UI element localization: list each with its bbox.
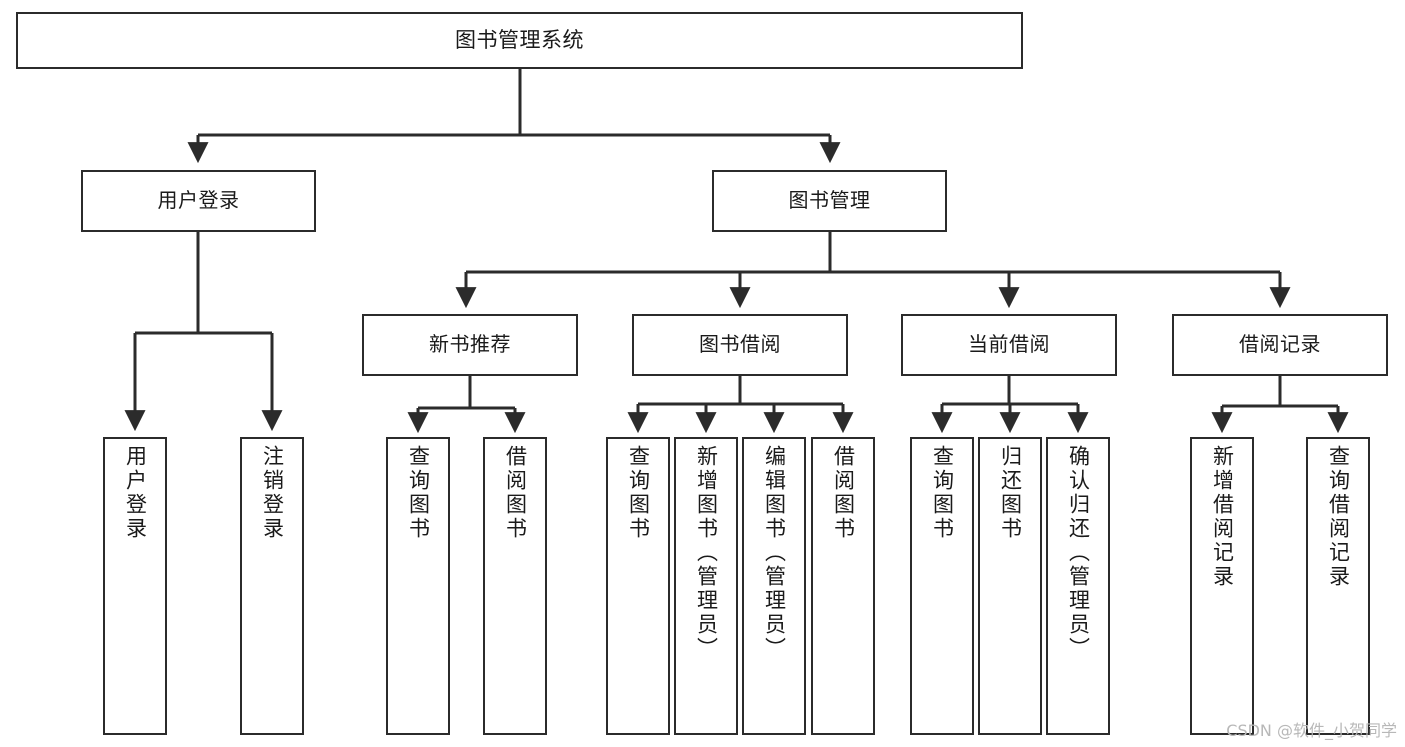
leaf-query-book-1-label: 查询图书 xyxy=(406,445,431,541)
leaf-borrow-book-2-label: 借阅图书 xyxy=(831,445,856,541)
leaf-borrow-book-1[interactable]: 借阅图书 xyxy=(483,437,547,735)
node-borrow-record-label: 借阅记录 xyxy=(1239,332,1321,357)
leaf-query-book-2[interactable]: 查询图书 xyxy=(606,437,670,735)
node-user-login-label: 用户登录 xyxy=(157,188,240,213)
leaf-return-book-label: 归还图书 xyxy=(998,445,1023,541)
leaf-edit-book-label: 编辑图书（管理员） xyxy=(762,445,787,661)
leaf-confirm-return-label: 确认归还（管理员） xyxy=(1066,445,1091,661)
leaf-user-logout-label: 注销登录 xyxy=(260,445,285,541)
node-book-borrow[interactable]: 图书借阅 xyxy=(632,314,848,376)
leaf-query-record-label: 查询借阅记录 xyxy=(1326,445,1351,589)
node-borrow-record[interactable]: 借阅记录 xyxy=(1172,314,1388,376)
leaf-borrow-book-1-label: 借阅图书 xyxy=(503,445,528,541)
leaf-user-login-label: 用户登录 xyxy=(123,445,148,541)
node-current-borrow-label: 当前借阅 xyxy=(968,332,1050,357)
leaf-add-book[interactable]: 新增图书（管理员） xyxy=(674,437,738,735)
leaf-add-book-label: 新增图书（管理员） xyxy=(694,445,719,661)
leaf-add-record-label: 新增借阅记录 xyxy=(1210,445,1235,589)
leaf-query-book-1[interactable]: 查询图书 xyxy=(386,437,450,735)
node-root[interactable]: 图书管理系统 xyxy=(16,12,1023,69)
node-new-book-recommend-label: 新书推荐 xyxy=(429,332,511,357)
csdn-watermark: CSDN @软件_小贺同学 xyxy=(1226,721,1397,740)
leaf-query-book-3[interactable]: 查询图书 xyxy=(910,437,974,735)
node-book-borrow-label: 图书借阅 xyxy=(699,332,781,357)
leaf-return-book[interactable]: 归还图书 xyxy=(978,437,1042,735)
node-book-manage[interactable]: 图书管理 xyxy=(712,170,947,232)
leaf-query-book-2-label: 查询图书 xyxy=(626,445,651,541)
node-new-book-recommend[interactable]: 新书推荐 xyxy=(362,314,578,376)
node-root-label: 图书管理系统 xyxy=(455,28,584,53)
leaf-query-record[interactable]: 查询借阅记录 xyxy=(1306,437,1370,735)
leaf-user-logout[interactable]: 注销登录 xyxy=(240,437,304,735)
leaf-borrow-book-2[interactable]: 借阅图书 xyxy=(811,437,875,735)
node-book-manage-label: 图书管理 xyxy=(788,188,871,213)
leaf-user-login[interactable]: 用户登录 xyxy=(103,437,167,735)
node-current-borrow[interactable]: 当前借阅 xyxy=(901,314,1117,376)
leaf-confirm-return[interactable]: 确认归还（管理员） xyxy=(1046,437,1110,735)
node-user-login[interactable]: 用户登录 xyxy=(81,170,316,232)
leaf-edit-book[interactable]: 编辑图书（管理员） xyxy=(742,437,806,735)
leaf-query-book-3-label: 查询图书 xyxy=(930,445,955,541)
leaf-add-record[interactable]: 新增借阅记录 xyxy=(1190,437,1254,735)
